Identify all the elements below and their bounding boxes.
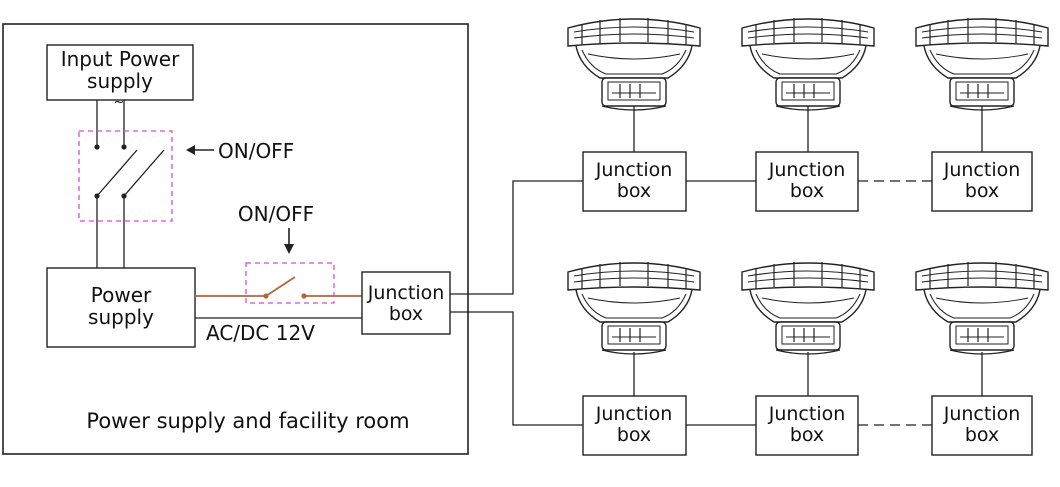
junction-box-label-line2: box <box>617 424 651 446</box>
junction-box-label-line2: box <box>790 424 824 446</box>
main-switch-arrow <box>186 145 214 155</box>
main-switch-wiring <box>94 100 165 268</box>
junction-box-label-line1: Junction <box>768 403 846 425</box>
junction-box-bottom-2: Junction box <box>755 395 859 456</box>
power-supply-box: Power supply <box>46 267 196 348</box>
bottom-branch-wiring <box>633 352 983 426</box>
junction-box-bottom-1: Junction box <box>582 395 687 456</box>
junction-box-label-line2: box <box>965 424 999 446</box>
underwater-light-icon <box>915 261 1049 355</box>
junction-box-label-line2: box <box>965 180 999 202</box>
junction-box-top-3: Junction box <box>931 151 1033 212</box>
input-power-supply-box: Input Power supply <box>46 44 194 101</box>
junction-box-top-2: Junction box <box>755 151 859 212</box>
main-switch-label: ON/OFF <box>218 139 294 163</box>
low-voltage-switch-frame <box>245 262 335 304</box>
input-power-label-line1: Input Power <box>61 47 180 71</box>
low-voltage-switch-label: ON/OFF <box>238 202 314 226</box>
trunk-wiring <box>450 180 583 426</box>
power-supply-label-line2: supply <box>88 305 154 329</box>
junction-box-label-line1: Junction <box>595 403 673 425</box>
low-voltage-switch-arrow <box>284 228 294 254</box>
ac-symbol: ~ <box>114 95 125 110</box>
junction-box-label-line2: box <box>617 180 651 202</box>
facility-room-caption: Power supply and facility room <box>86 409 409 433</box>
main-junction-label-line1: Junction <box>367 282 445 304</box>
main-switch-frame <box>78 130 173 222</box>
voltage-label: AC/DC 12V <box>206 321 315 345</box>
junction-box-label-line1: Junction <box>595 159 673 181</box>
input-power-label-line2: supply <box>87 69 153 93</box>
low-voltage-wiring <box>195 276 362 319</box>
junction-box-label-line1: Junction <box>768 159 846 181</box>
main-junction-label-line2: box <box>389 303 423 325</box>
top-branch-wiring <box>633 106 983 182</box>
underwater-light-icon <box>567 17 701 111</box>
junction-box-label-line2: box <box>790 180 824 202</box>
underwater-light-icon <box>567 261 701 355</box>
underwater-light-icon <box>741 17 875 111</box>
junction-box-bottom-3: Junction box <box>931 395 1033 456</box>
power-supply-label-line1: Power <box>91 283 152 307</box>
junction-box-label-line1: Junction <box>943 403 1021 425</box>
junction-box-top-1: Junction box <box>582 151 687 212</box>
junction-box-label-line1: Junction <box>943 159 1021 181</box>
facility-room-frame <box>2 23 469 455</box>
underwater-light-icon <box>915 17 1049 111</box>
main-junction-box: Junction box <box>361 271 451 335</box>
underwater-light-icon <box>741 261 875 355</box>
